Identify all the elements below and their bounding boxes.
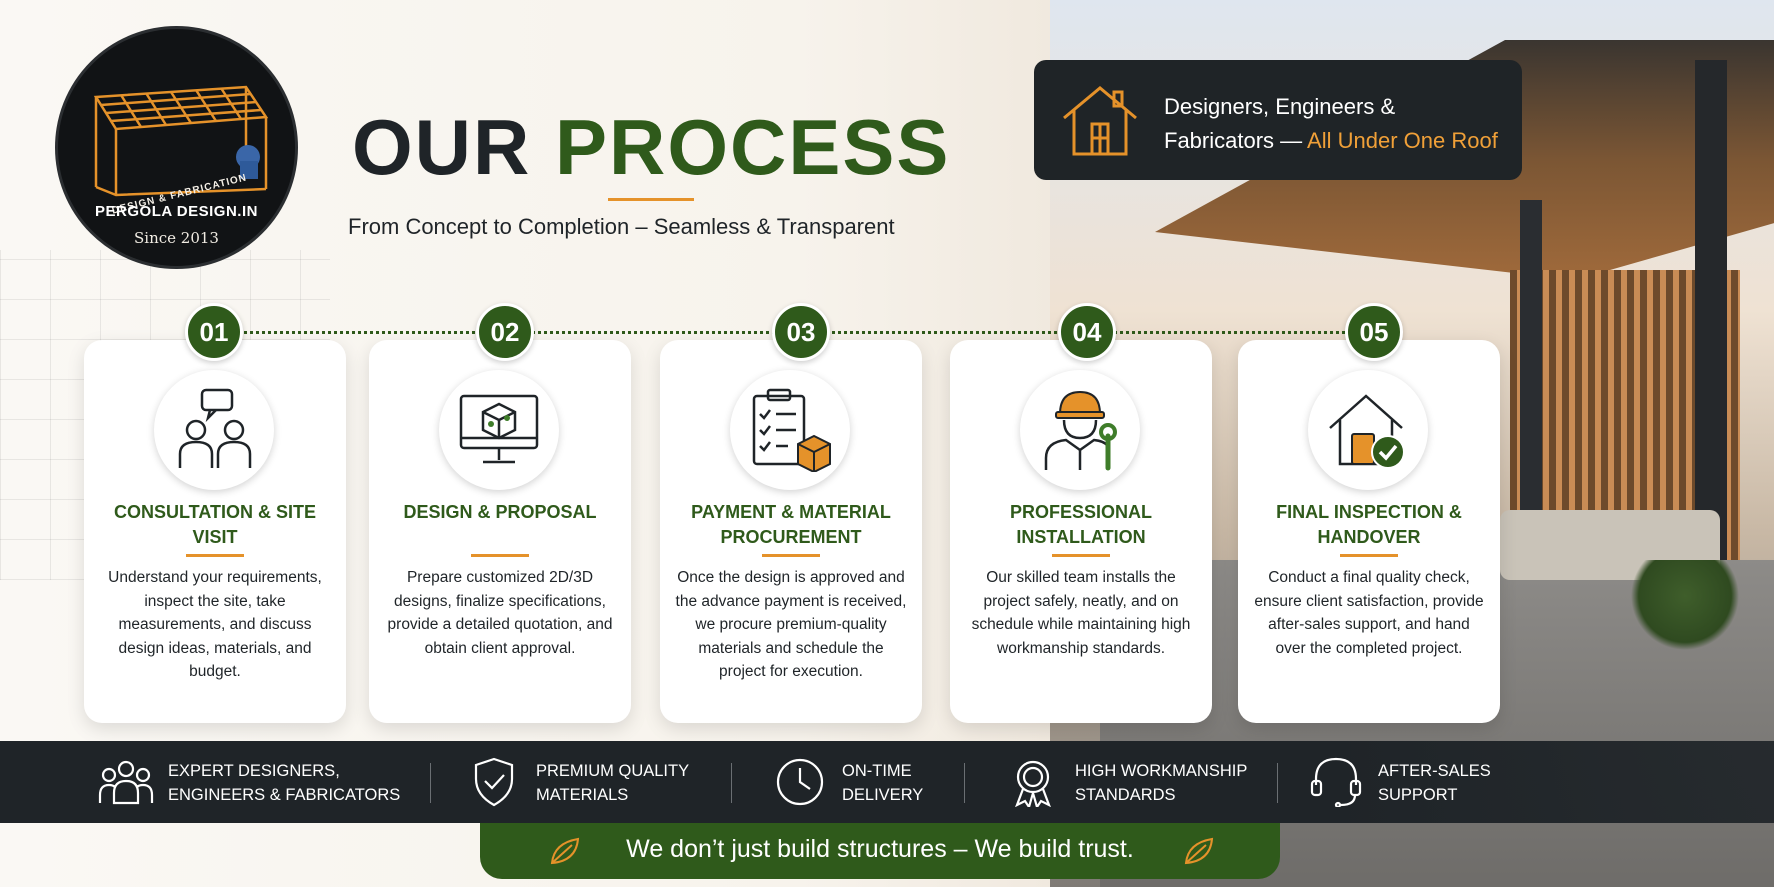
step-title: PAYMENT & MATERIAL PROCUREMENT: [691, 502, 891, 547]
step-divider: [186, 554, 244, 557]
clipboard-box-icon: [752, 388, 831, 472]
step-card-3: PAYMENT & MATERIAL PROCUREMENT Once the …: [660, 340, 922, 723]
step-divider: [1052, 554, 1110, 557]
step-icon-circle: [1020, 370, 1140, 490]
features-bar: EXPERT DESIGNERS, ENGINEERS & FABRICATORS…: [0, 741, 1774, 823]
clock-icon: [776, 758, 824, 806]
trust-ribbon: We don’t just build structures – We buil…: [480, 823, 1280, 879]
step-icon-circle: [1308, 370, 1428, 490]
headset-icon: [1310, 757, 1362, 807]
step-divider: [471, 554, 529, 557]
house-check-icon: [1329, 394, 1405, 469]
step-number-badge: 04: [1058, 303, 1116, 361]
feature-line-2: STANDARDS: [1075, 786, 1176, 804]
feature-label: EXPERT DESIGNERS, ENGINEERS & FABRICATORS: [168, 759, 400, 807]
leaf-icon: [550, 837, 580, 865]
title-word-our: OUR: [352, 103, 532, 191]
step-title: DESIGN & PROPOSAL: [403, 502, 597, 522]
feature-line-2: SUPPORT: [1378, 786, 1458, 804]
feature-separator: [1277, 763, 1278, 803]
logo-brand: PERGOLA DESIGN.IN: [95, 203, 258, 220]
banner-line-2-prefix: Fabricators —: [1164, 128, 1308, 153]
feature-line-2: DELIVERY: [842, 786, 924, 804]
step-number-badge: 02: [476, 303, 534, 361]
step-icon-circle: [154, 370, 274, 490]
pergola-frame-icon: [93, 85, 269, 197]
step-number-badge: 01: [185, 303, 243, 361]
step-description: Prepare customized 2D/3D designs, finali…: [387, 569, 613, 657]
step-description: Our skilled team installs the project sa…: [971, 569, 1191, 657]
monitor-cube-icon: [459, 394, 539, 464]
worker-icon: [1044, 390, 1117, 471]
step-card-5: FINAL INSPECTION & HANDOVER Conduct a fi…: [1238, 340, 1500, 723]
feature-label: HIGH WORKMANSHIP STANDARDS: [1075, 759, 1247, 807]
feature-separator: [430, 763, 431, 803]
feature-line-1: AFTER-SALES: [1378, 762, 1491, 780]
banner-line-2: Fabricators — All Under One Roof: [1164, 128, 1498, 154]
house-icon: [1063, 86, 1137, 156]
feature-separator: [964, 763, 965, 803]
step-divider: [1340, 554, 1398, 557]
step-title: PROFESSIONAL INSTALLATION: [1009, 502, 1152, 547]
potted-plant: [1630, 560, 1740, 650]
banner-accent: All Under One Roof: [1307, 128, 1498, 153]
logo-since: Since 2013: [134, 229, 219, 247]
step-icon-circle: [439, 370, 559, 490]
page-subtitle: From Concept to Completion – Seamless & …: [348, 214, 895, 239]
step-card-1: CONSULTATION & SITE VISIT Understand you…: [84, 340, 346, 723]
step-number-badge: 03: [772, 303, 830, 361]
title-underline: [608, 198, 694, 201]
step-card-4: PROFESSIONAL INSTALLATION Our skilled te…: [950, 340, 1212, 723]
page-title: OUR PROCESS: [352, 102, 950, 193]
step-title: CONSULTATION & SITE VISIT: [114, 502, 316, 547]
feature-label: PREMIUM QUALITY MATERIALS: [536, 759, 689, 807]
step-number-badge: 05: [1345, 303, 1403, 361]
leaf-icon: [1184, 837, 1214, 865]
company-logo: DESIGN & FABRICATION PERGOLA DESIGN.IN S…: [55, 26, 298, 269]
step-description: Understand your requirements, inspect th…: [108, 569, 322, 680]
step-icon-circle: [730, 370, 850, 490]
step-description: Once the design is approved and the adva…: [675, 569, 907, 680]
title-word-process: PROCESS: [555, 103, 951, 191]
feature-label: AFTER-SALES SUPPORT: [1378, 759, 1491, 807]
feature-line-2: MATERIALS: [536, 786, 629, 804]
feature-line-1: PREMIUM QUALITY: [536, 762, 690, 780]
consultation-icon: [178, 388, 252, 468]
trust-text: We don’t just build structures – We buil…: [626, 835, 1134, 863]
award-icon: [1015, 760, 1051, 807]
feature-separator: [731, 763, 732, 803]
step-divider: [762, 554, 820, 557]
one-roof-banner: Designers, Engineers & Fabricators — All…: [1034, 60, 1522, 180]
shield-check-icon: [474, 757, 514, 807]
step-card-2: DESIGN & PROPOSAL Prepare customized 2D/…: [369, 340, 631, 723]
feature-label: ON-TIME DELIVERY: [842, 759, 923, 807]
feature-line-1: ON-TIME: [842, 762, 912, 780]
feature-line-1: EXPERT DESIGNERS,: [168, 762, 340, 780]
banner-line-1: Designers, Engineers &: [1164, 94, 1396, 119]
feature-line-2: ENGINEERS & FABRICATORS: [168, 786, 401, 804]
feature-line-1: HIGH WORKMANSHIP: [1075, 762, 1248, 780]
step-title: FINAL INSPECTION & HANDOVER: [1276, 502, 1462, 547]
step-description: Conduct a final quality check, ensure cl…: [1254, 569, 1484, 657]
team-icon: [98, 760, 154, 805]
